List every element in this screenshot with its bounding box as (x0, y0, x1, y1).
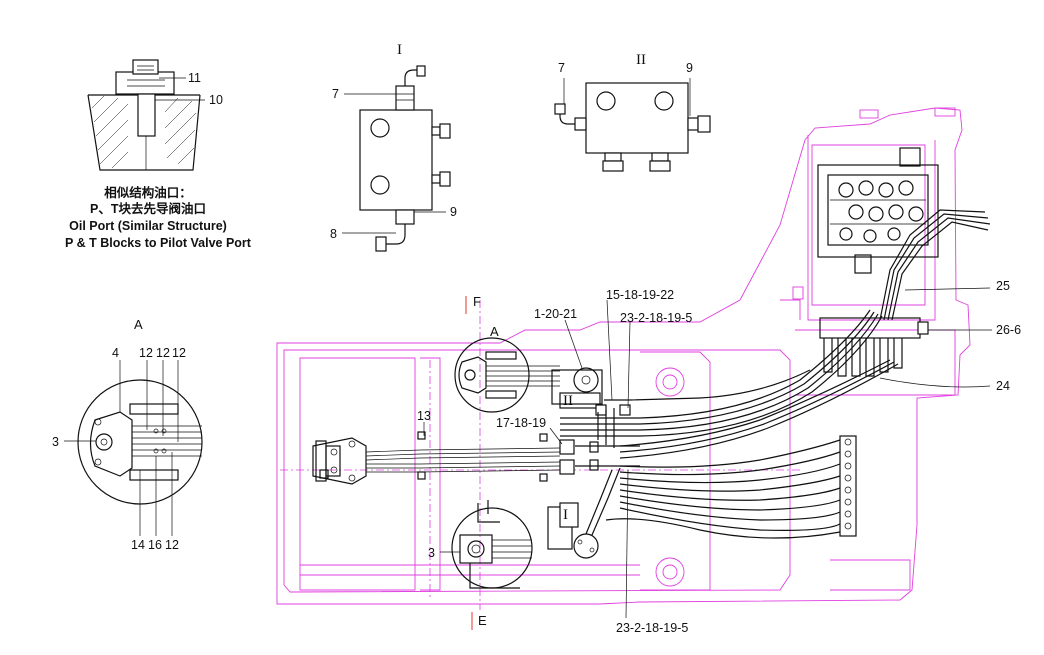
note-line-2: P、T块去先导阀油口 (90, 201, 206, 216)
label-15-18-19-22: 15-18-19-22 (606, 288, 674, 302)
note-line-4: P & T Blocks to Pilot Valve Port (65, 236, 252, 250)
label-12-b: 12 (156, 346, 170, 360)
label-4: 4 (112, 346, 119, 360)
note-line-3: Oil Port (Similar Structure) (69, 219, 227, 233)
label-7-view1: 7 (332, 87, 339, 101)
view-1-title: I (397, 42, 402, 58)
detail-a-title: A (134, 317, 143, 332)
label-7-view2: 7 (558, 61, 565, 75)
label-9-view2: 9 (686, 61, 693, 75)
section-f-label: F (473, 294, 481, 309)
valve-block-view-1: I 7 9 8 (330, 42, 457, 252)
label-24: 24 (996, 379, 1010, 393)
section-e-label: E (478, 613, 487, 628)
label-25: 25 (996, 279, 1010, 293)
pilot-valve-main-assembly: II I A 3 (312, 147, 991, 589)
label-3-main: 3 (428, 546, 435, 560)
note-line-1: 相似结构油口： (104, 185, 192, 200)
label-23-top: 23-2-18-19-5 (620, 311, 692, 325)
label-13: 13 (417, 409, 431, 423)
label-12-c: 12 (172, 346, 186, 360)
label-23-bottom: 23-2-18-19-5 (616, 621, 688, 635)
valve-block-view-2: II 7 9 (554, 52, 711, 172)
port-note: 相似结构油口： P、T块去先导阀油口 Oil Port (Similar Str… (65, 185, 252, 250)
label-9-view1: 9 (450, 205, 457, 219)
detail-a-enlarged: A 4 12 12 12 3 14 16 12 (52, 317, 203, 552)
detail-a-marker: A (490, 324, 499, 339)
main-callouts: 13 1-20-21 15-18-19-22 23-2-18-19-5 17-1… (417, 279, 1021, 635)
label-16: 16 (148, 538, 162, 552)
label-17-18-19: 17-18-19 (496, 416, 546, 430)
section-marks: F E (465, 294, 487, 630)
view-2-title: II (636, 52, 646, 68)
port-section-detail: 11 10 (87, 59, 223, 171)
machine-frame-outline (276, 107, 971, 610)
label-11: 11 (188, 71, 201, 85)
label-26-6: 26-6 (996, 323, 1021, 337)
label-10: 10 (209, 93, 223, 107)
label-12-a: 12 (139, 346, 153, 360)
view-1-marker-small: I (563, 507, 568, 523)
label-12-d: 12 (165, 538, 179, 552)
label-1-20-21: 1-20-21 (534, 307, 577, 321)
view-2-marker-small: II (563, 393, 573, 409)
label-3-detail: 3 (52, 435, 59, 449)
label-8: 8 (330, 227, 337, 241)
label-14: 14 (131, 538, 145, 552)
